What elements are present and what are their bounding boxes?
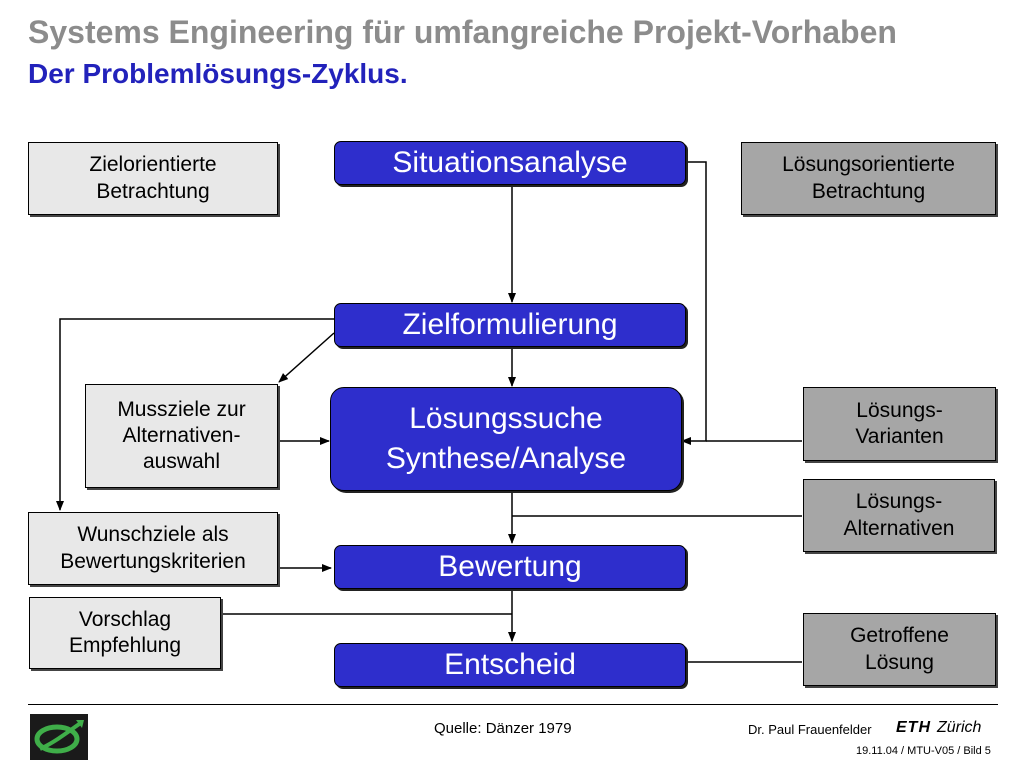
- step-zielformulierung: Zielformulierung: [334, 303, 686, 347]
- eth-swirl-logo-icon: [30, 714, 88, 760]
- loesungsorientiert-line2: Betrachtung: [811, 179, 926, 203]
- getroffene-line1: Getroffene: [850, 624, 949, 648]
- step-entscheid-label: Entscheid: [444, 648, 576, 682]
- alternativen-line2: Alternativen: [843, 516, 955, 540]
- wunschziele-line2: Bewertungskriterien: [60, 549, 246, 573]
- arrow-ziel-to-wunschziele: [56, 318, 334, 511]
- arrow-ziel-to-mussziele: [278, 332, 335, 383]
- box-loesungsorientierte-betrachtung: Lösungsorientierte Betrachtung: [741, 142, 996, 215]
- step-bewertung: Bewertung: [334, 545, 686, 589]
- varianten-line1: Lösungs-: [856, 398, 943, 422]
- step-situationsanalyse: Situationsanalyse: [334, 141, 686, 185]
- slide-subtitle: Der Problemlösungs-Zyklus.: [28, 58, 408, 89]
- vorschlag-line1: Vorschlag: [78, 607, 172, 631]
- vorschlag-line2: Empfehlung: [68, 634, 182, 657]
- box-loesungs-alternativen: Lösungs- Alternativen: [803, 479, 995, 552]
- slide-reference: 19.11.04 / MTU-V05 / Bild 5: [856, 745, 991, 757]
- box-getroffene-loesung: Getroffene Lösung: [803, 613, 996, 686]
- mussziele-line1: Mussziele zur: [117, 397, 246, 421]
- step-loesungssuche-line1: Lösungssuche: [409, 401, 603, 435]
- zielorientiert-line2: Betrachtung: [96, 179, 210, 203]
- author-name: Dr. Paul Frauenfelder: [748, 722, 872, 737]
- box-mussziele: Mussziele zur Alternativen- auswahl: [85, 384, 278, 488]
- step-bewertung-label: Bewertung: [438, 550, 582, 584]
- mussziele-line2: Alternativen-: [122, 423, 241, 447]
- eth-city: Zürich: [937, 719, 982, 736]
- step-entscheid: Entscheid: [334, 643, 686, 687]
- zielorientiert-line1: Zielorientierte: [89, 153, 217, 177]
- step-loesungssuche: Lösungssuche Synthese/Analyse: [330, 387, 682, 491]
- step-situationsanalyse-label: Situationsanalyse: [392, 146, 628, 180]
- slide-title: Systems Engineering für umfangreiche Pro…: [28, 14, 897, 50]
- loesungsorientiert-line1: Lösungsorientierte: [782, 153, 955, 177]
- box-vorschlag-empfehlung: Vorschlag Empfehlung: [29, 597, 221, 669]
- box-wunschziele: Wunschziele als Bewertungskriterien: [28, 512, 278, 585]
- eth-wordmark: ETH: [896, 719, 931, 736]
- mussziele-line3: auswahl: [142, 450, 221, 474]
- source-citation: Quelle: Dänzer 1979: [434, 720, 572, 737]
- eth-zurich-wordmark: ETH Zürich: [896, 719, 981, 737]
- alternativen-line1: Lösungs-: [855, 490, 943, 514]
- footer-divider: [28, 704, 998, 705]
- varianten-line2: Varianten: [855, 425, 944, 448]
- step-loesungssuche-line2: Synthese/Analyse: [385, 442, 627, 475]
- box-zielorientierte-betrachtung: Zielorientierte Betrachtung: [28, 142, 278, 215]
- wunschziele-line1: Wunschziele als: [77, 523, 229, 547]
- getroffene-line2: Lösung: [865, 650, 934, 674]
- box-loesungs-varianten: Lösungs- Varianten: [803, 387, 996, 461]
- step-zielformulierung-label: Zielformulierung: [402, 308, 618, 342]
- arrow-feedback-loop: [681, 161, 707, 445]
